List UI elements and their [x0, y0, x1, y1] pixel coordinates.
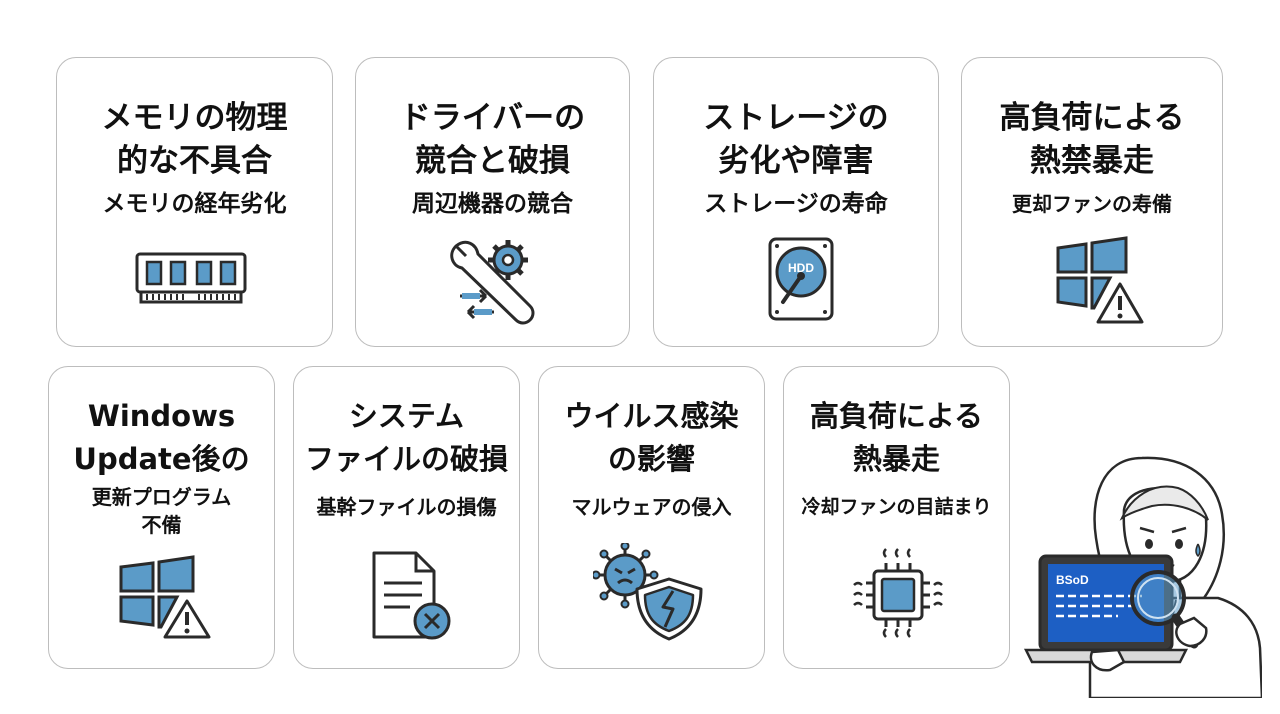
cpu-heat-icon — [850, 545, 946, 645]
card-thermal-runaway-2: 高負荷による 熱暴走 冷却ファンの目詰まり — [783, 366, 1010, 669]
windows-warning-icon — [1054, 234, 1144, 326]
file-error-icon — [370, 549, 454, 641]
wrench-gear-icon — [446, 236, 542, 328]
card-title: ドライバーの 競合と破損 — [399, 100, 586, 179]
card-subtitle: ストレージの寿命 — [704, 191, 888, 217]
card-subtitle: 更却ファンの寿備 — [1012, 192, 1172, 216]
card-subtitle: 冷却ファンの目詰まり — [801, 496, 992, 518]
bsod-label: BSoD — [1056, 573, 1089, 587]
card-title: システム ファイルの破損 — [304, 399, 508, 476]
card-windows-update: Windows Update後の 更新プログラム 不備 — [48, 366, 275, 669]
memory-module-icon — [133, 250, 249, 308]
card-title: Windows Update後の — [73, 399, 250, 476]
card-title: ストレージの 劣化や障害 — [703, 100, 889, 179]
card-subtitle: メモリの経年劣化 — [102, 191, 287, 217]
card-driver-conflict: ドライバーの 競合と破損 周辺機器の競合 — [355, 57, 630, 347]
card-title: ウイルス感染 の影響 — [564, 399, 739, 476]
card-system-file-corruption: システム ファイルの破損 基幹ファイルの損傷 — [293, 366, 520, 669]
windows-warning-icon — [117, 555, 211, 641]
card-title: 高負荷による 熱暴走 — [809, 399, 984, 476]
card-virus-infection: ウイルス感染 の影響 マルウェアの侵入 — [538, 366, 765, 669]
card-subtitle: 更新プログラム 不備 — [91, 485, 232, 537]
card-storage-failure: ストレージの 劣化や障害 ストレージの寿命 HDD — [653, 57, 939, 347]
card-subtitle: マルウェアの侵入 — [571, 495, 732, 519]
card-title: メモリの物理 的な不具合 — [101, 100, 288, 179]
virus-shield-icon — [593, 543, 711, 643]
card-subtitle: 基幹ファイルの損傷 — [316, 495, 497, 519]
hdd-icon: HDD — [767, 236, 835, 322]
card-title: 高負荷による 熱禁暴走 — [999, 100, 1185, 179]
hdd-label: HDD — [788, 261, 814, 275]
card-memory-fault: メモリの物理 的な不具合 メモリの経年劣化 — [56, 57, 333, 347]
worried-person-with-magnifier-icon: BSoD — [1022, 448, 1264, 702]
card-subtitle: 周辺機器の競合 — [412, 191, 573, 217]
card-thermal-runaway-1: 高負荷による 熱禁暴走 更却ファンの寿備 — [961, 57, 1223, 347]
